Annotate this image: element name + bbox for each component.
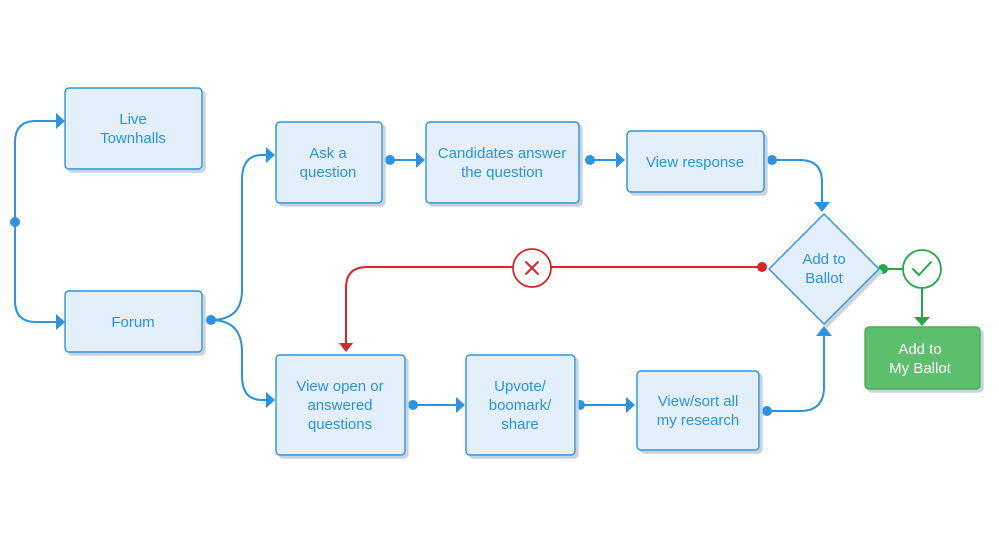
node-label: Add to — [802, 251, 845, 268]
connector-ballot-reject — [345, 266, 762, 343]
node-label: the question — [461, 164, 543, 181]
node-forum[interactable]: Forum — [64, 290, 203, 353]
arrowheads — [56, 113, 832, 413]
node-label: Add to — [898, 341, 941, 358]
node-ask-question[interactable]: Ask a question — [275, 121, 383, 204]
node-view-open-questions[interactable]: View open or answered questions — [275, 354, 406, 456]
node-label: my research — [657, 412, 740, 429]
node-label: View response — [646, 154, 744, 171]
arrowhead — [616, 152, 625, 168]
arrowhead — [56, 314, 65, 330]
node-label: Upvote/ — [494, 378, 547, 395]
x-icon — [512, 248, 552, 288]
node-add-to-ballot[interactable]: Add to Ballot — [768, 213, 880, 325]
arrowhead — [266, 392, 275, 408]
connector-start-to-forum — [14, 222, 58, 323]
arrowhead — [56, 113, 65, 129]
node-label: answered — [307, 397, 372, 414]
node-label: share — [501, 416, 539, 433]
accept-path — [878, 249, 942, 326]
arrowhead — [266, 147, 275, 163]
node-label: questions — [308, 416, 372, 433]
arrowhead-reject — [339, 343, 353, 352]
check-icon — [902, 249, 942, 289]
node-upvote-bookmark-share[interactable]: Upvote/ boomark/ share — [465, 354, 576, 456]
connector-dot — [385, 155, 395, 165]
connector-forum-to-ask — [210, 154, 268, 321]
node-view-sort-research[interactable]: View/sort all my research — [636, 370, 760, 451]
node-view-response[interactable]: View response — [626, 130, 765, 193]
reject-path — [339, 248, 767, 352]
node-label: View/sort all — [658, 393, 739, 410]
connector-dot — [408, 400, 418, 410]
arrowhead — [456, 397, 465, 413]
node-label: question — [300, 164, 357, 181]
arrowhead-accept — [914, 317, 930, 326]
connector-dot — [10, 217, 20, 227]
node-candidates-answer[interactable]: Candidates answer the question — [425, 121, 580, 204]
connector-dot — [762, 406, 772, 416]
arrowhead — [816, 326, 832, 336]
node-label: Townhalls — [100, 130, 166, 147]
node-live-townhalls[interactable]: Live Townhalls — [64, 87, 203, 170]
connector-view-sort-to-ballot — [767, 334, 825, 412]
connector-dot — [206, 315, 216, 325]
connector-dot — [575, 400, 585, 410]
connector-view-response-to-ballot — [772, 159, 823, 204]
node-label: Forum — [111, 314, 154, 331]
node-label: View open or — [296, 378, 383, 395]
node-label: Ballot — [805, 270, 843, 287]
node-label: Live — [119, 111, 147, 128]
connector-forum-to-view-open — [210, 319, 268, 401]
node-label: Candidates answer — [438, 145, 566, 162]
connector-dots — [10, 155, 777, 416]
arrowhead — [626, 397, 635, 413]
connector-dot-accept — [878, 264, 888, 274]
connector-dot-reject — [757, 262, 767, 272]
connector-dot — [585, 155, 595, 165]
node-label: Ask a — [309, 145, 347, 162]
connector-dot — [767, 155, 777, 165]
node-label: boomark/ — [489, 397, 552, 414]
arrowhead — [814, 202, 830, 212]
arrowhead — [416, 152, 425, 168]
connector-start-to-live-townhalls — [14, 120, 58, 222]
node-add-to-my-ballot[interactable]: Add to My Ballot — [864, 326, 981, 390]
node-label: My Ballot — [889, 360, 952, 377]
